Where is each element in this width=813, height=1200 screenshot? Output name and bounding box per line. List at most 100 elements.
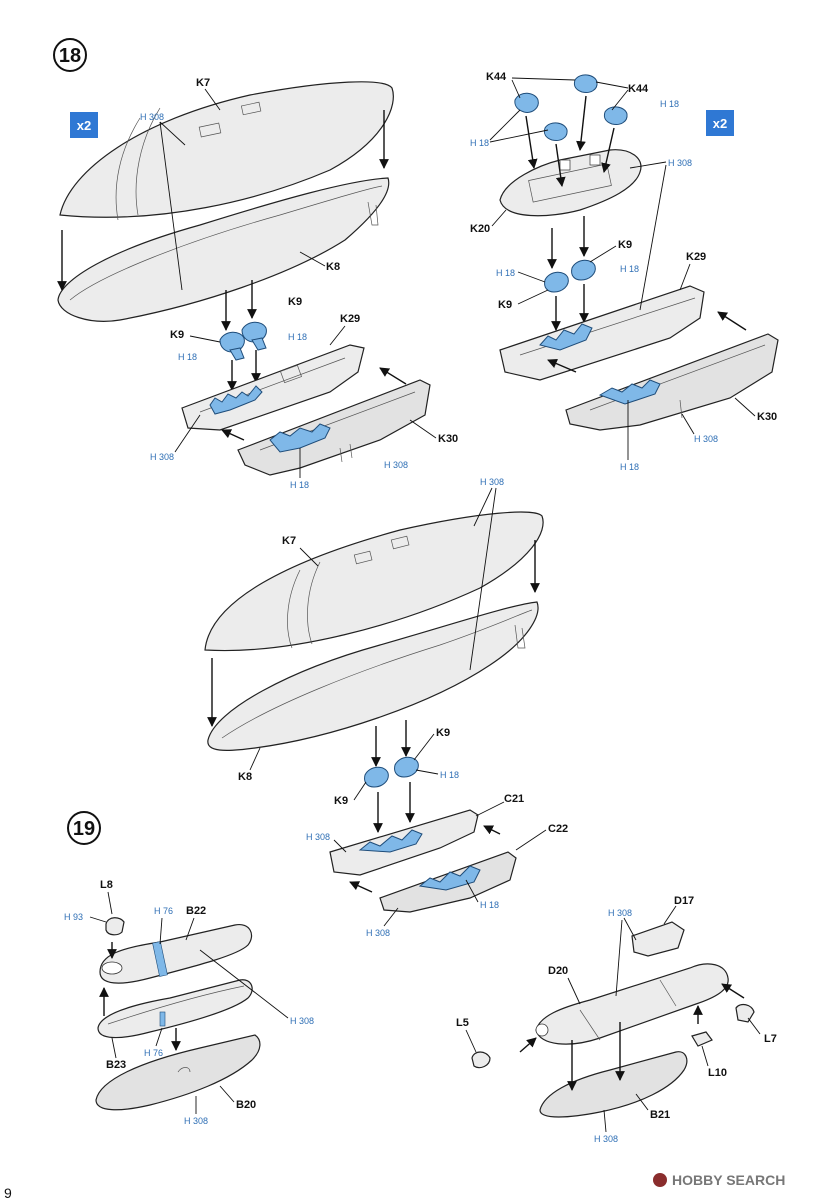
- label-k7-left: K7: [196, 77, 210, 89]
- left-pod-assembly: [95, 917, 261, 1111]
- paint-h18-h: H 18: [620, 462, 639, 472]
- paint-h18-d: H 18: [660, 99, 679, 109]
- label-k9-left-b: K9: [170, 329, 184, 341]
- label-k9-center-b: K9: [334, 795, 348, 807]
- part-k9-right-a: [544, 271, 569, 293]
- part-l7: [735, 1003, 755, 1023]
- label-d20: D20: [548, 965, 568, 977]
- part-k44-d: [603, 106, 628, 125]
- paint-h18-c: H 18: [290, 480, 309, 490]
- paint-h308-c: H 308: [384, 460, 408, 470]
- part-k44-a: [514, 92, 539, 113]
- watermark: HOBBY SEARCH: [653, 1172, 785, 1188]
- label-c22: C22: [548, 823, 568, 835]
- labels-step18-center: H 308 K7 K8 K9 H 18 K9 C21 C22 H 308 H 1…: [238, 477, 568, 938]
- part-d20: [535, 963, 729, 1045]
- label-k9-left-a: K9: [288, 296, 302, 308]
- part-b20: [95, 1034, 261, 1111]
- label-k29-right: K29: [686, 251, 706, 263]
- label-b21: B21: [650, 1109, 670, 1121]
- paint-h18-e: H 18: [470, 138, 489, 148]
- label-l8: L8: [100, 879, 113, 891]
- right-missile-assembly: [471, 921, 755, 1118]
- step-18: 18 x2: [53, 38, 779, 938]
- part-k9-left-b: [241, 321, 267, 351]
- labels-step19-right: H 308 D17 D20 L5 L7 L10 B21 H 308: [456, 895, 777, 1144]
- part-l10: [691, 1031, 713, 1047]
- paint-h76-a: H 76: [154, 906, 173, 916]
- paint-h308-f: H 308: [480, 477, 504, 487]
- label-d17: D17: [674, 895, 694, 907]
- multiplier-right-text: x2: [713, 116, 727, 131]
- label-k44-a: K44: [486, 71, 507, 83]
- step-19-number: 19: [73, 818, 95, 840]
- left-drop-tank-assembly: [57, 81, 431, 476]
- label-k29-left: K29: [340, 313, 360, 325]
- multiplier-badge-left: x2: [70, 112, 98, 138]
- paint-h308-l: H 308: [594, 1134, 618, 1144]
- step-18-number: 18: [59, 45, 81, 67]
- paint-h308-d: H 308: [668, 158, 692, 168]
- label-k30-right: K30: [757, 411, 777, 423]
- labels-step18-right: K44 K44 H 18 H 18 H 308 K20 K9 H 18 H 18…: [470, 71, 777, 472]
- part-l8: [105, 917, 125, 936]
- label-k9-right-b: K9: [498, 299, 512, 311]
- label-c21: C21: [504, 793, 524, 805]
- paint-h308-h: H 308: [366, 928, 390, 938]
- part-b23: [97, 979, 253, 1039]
- label-k8-center: K8: [238, 771, 252, 783]
- label-k9-right-a: K9: [618, 239, 632, 251]
- part-k8-center: [207, 601, 539, 751]
- part-k9-center-b: [394, 756, 419, 778]
- step-19: 19 L8 H 93 H 76 B22 H 308: [64, 811, 777, 1144]
- paint-h308-b: H 308: [150, 452, 174, 462]
- part-b22: [99, 923, 253, 984]
- part-k8-left: [57, 177, 390, 322]
- part-k9-center-a: [364, 766, 389, 788]
- part-k7-left: [59, 81, 394, 218]
- part-d17: [631, 921, 685, 957]
- paint-h308-e: H 308: [694, 434, 718, 444]
- label-l5: L5: [456, 1017, 469, 1029]
- label-k20: K20: [470, 223, 490, 235]
- label-k9-center-a: K9: [436, 727, 450, 739]
- label-b20: B20: [236, 1099, 256, 1111]
- watermark-text: HOBBY SEARCH: [672, 1172, 785, 1188]
- part-k44-b: [573, 74, 598, 93]
- label-l10: L10: [708, 1067, 727, 1079]
- paint-h18-j: H 18: [480, 900, 499, 910]
- paint-h308-k: H 308: [608, 908, 632, 918]
- paint-h308-a: H 308: [140, 112, 164, 122]
- paint-h308-g: H 308: [306, 832, 330, 842]
- label-b22: B22: [186, 905, 206, 917]
- right-pylon-assembly: [499, 74, 779, 431]
- part-k20: [499, 149, 642, 217]
- label-l7: L7: [764, 1033, 777, 1045]
- label-k44-b: K44: [628, 83, 649, 95]
- label-b23: B23: [106, 1059, 126, 1071]
- page-number: 9: [4, 1185, 12, 1200]
- label-k7-center: K7: [282, 535, 296, 547]
- step-19-badge: 19: [67, 811, 101, 845]
- part-l5: [471, 1051, 491, 1069]
- part-b21: [539, 1051, 688, 1118]
- paint-h308-j: H 308: [184, 1116, 208, 1126]
- part-k9-left-a: [219, 331, 245, 361]
- multiplier-left-text: x2: [77, 118, 91, 133]
- labels-step19-left: L8 H 93 H 76 B22 H 308 H 76 B23 B20 H 30…: [64, 879, 314, 1126]
- paint-h93: H 93: [64, 912, 83, 922]
- paint-h18-a: H 18: [178, 352, 197, 362]
- center-drop-tank-assembly: [204, 511, 544, 913]
- label-k8-left: K8: [326, 261, 340, 273]
- paint-h18-i: H 18: [440, 770, 459, 780]
- part-k44-c: [543, 122, 568, 141]
- part-k30-right: [565, 333, 779, 431]
- part-k7-center: [204, 511, 544, 652]
- multiplier-badge-right: x2: [706, 110, 734, 136]
- label-k30-left: K30: [438, 433, 458, 445]
- paint-h18-b: H 18: [288, 332, 307, 342]
- part-k9-right-b: [571, 259, 596, 281]
- paint-h308-i: H 308: [290, 1016, 314, 1026]
- paint-h18-g: H 18: [496, 268, 515, 278]
